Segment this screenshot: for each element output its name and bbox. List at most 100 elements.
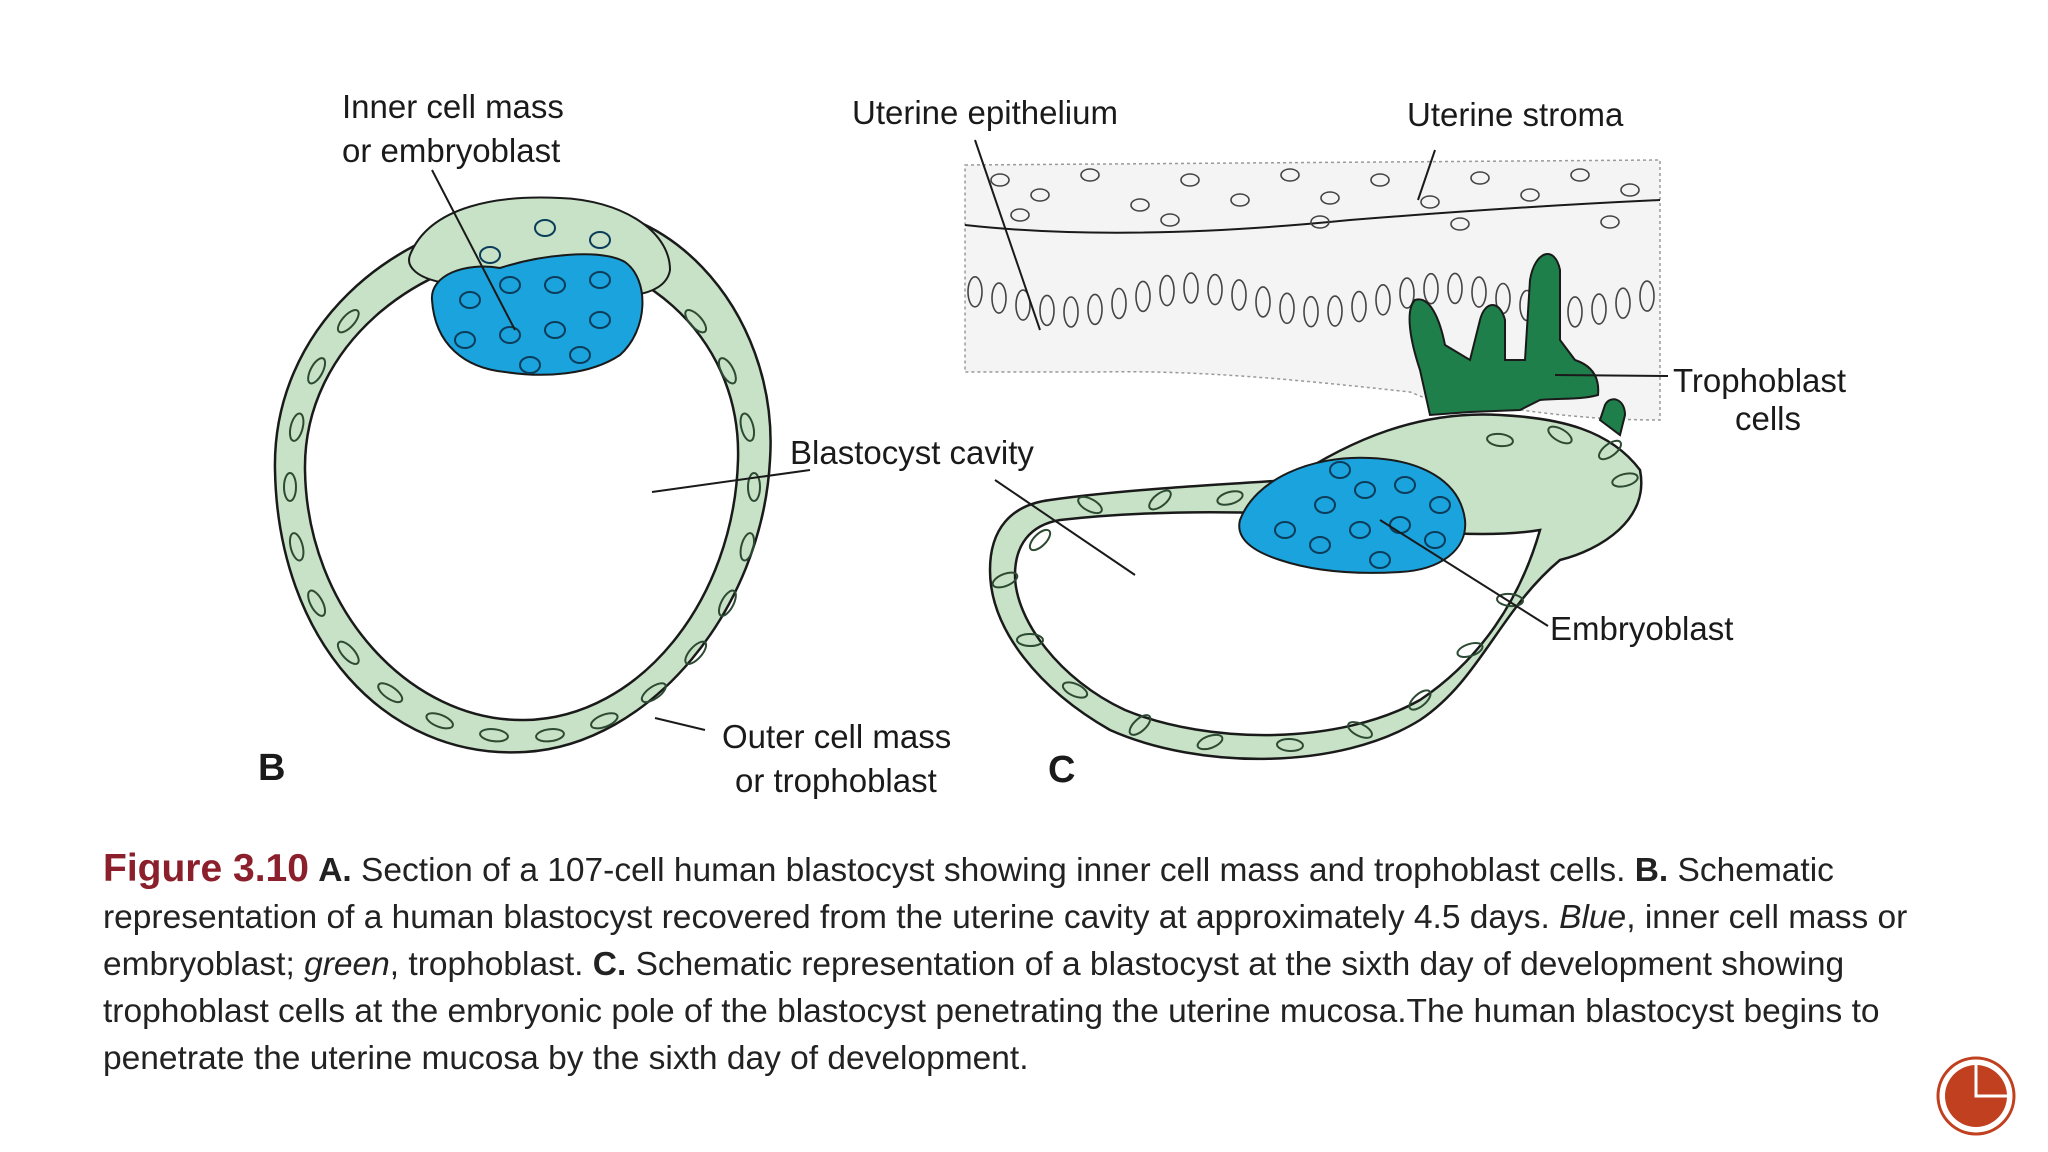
epithelial-cell [1135,280,1151,313]
panel-label-c: C [1048,749,1075,791]
trophoblast-nucleus [1216,490,1244,506]
epithelial-cell [1399,277,1415,309]
stromal-cell [1600,215,1620,229]
stromal-cell [1010,208,1030,222]
cell-nucleus [589,311,611,329]
trophoblast-nucleus [739,532,756,562]
cell-nucleus [589,231,611,249]
trophoblast-nucleus [479,728,509,743]
trophoblast-nucleus [307,357,327,385]
label-inner-cell-mass-line2: or embryoblast [342,132,560,169]
trophoblast-wall-b [273,206,772,754]
caption-part-a-label: A. [318,852,352,889]
trophoblast-nucleus [739,412,756,442]
cell-nucleus [1394,476,1416,494]
stromal-cell [1230,193,1250,207]
inner-cell-nuclei-b [454,219,611,374]
cell-nucleus [519,356,541,374]
caption-part-b-text-3: , trophoblast. [389,946,593,983]
epithelial-cell [1375,283,1391,316]
epithelial-cell [1231,279,1247,311]
epithelial-cell [991,282,1007,314]
epithelial-cell [1423,272,1439,305]
stromal-cell [1280,168,1300,182]
epithelial-cell [1207,273,1223,306]
cell-nucleus [499,326,521,344]
trophoblast-nucleus [1598,439,1622,461]
trophoblast-nucleus [684,309,708,334]
stromal-cell [1450,217,1470,231]
cell-nucleus [499,276,521,294]
trophoblast-nucleus [1061,681,1089,699]
trophoblast-nucleus [1611,472,1639,488]
label-inner-cell-mass-line1: Inner cell mass [342,88,564,125]
cell-nucleus [1349,521,1371,539]
trophoblast-nucleus [1077,495,1103,515]
cell-nucleus [1309,536,1331,554]
cell-nucleus [1314,496,1336,514]
stromal-cell [990,173,1010,187]
stromal-cell [1030,188,1050,202]
trophoblast-nucleus [1016,632,1044,648]
label-trophoblast-cells-line1: Trophoblast [1673,362,1846,399]
caption-part-c-text: Schematic representation of a blastocyst… [103,946,1880,1077]
epithelial-cell [1111,287,1127,320]
stromal-cell [1310,215,1330,229]
trophoblast-nucleus [590,712,619,730]
figure-caption: Figure 3.10 A. Section of a 107-cell hum… [103,845,1983,1082]
inner-cell-mass-b [430,253,644,376]
epithelial-cell [967,275,983,308]
label-blastocyst-cavity: Blastocyst cavity [790,434,1034,471]
trophoblast-nucleus [535,728,565,743]
epithelial-cell [1351,290,1367,323]
cell-nucleus [1329,461,1351,479]
trophoblast-nucleus [717,357,737,385]
epithelial-cell [1639,280,1655,312]
trophoblast-nucleus [717,589,737,617]
epithelial-cell [1327,295,1343,327]
stromal-cell [1470,171,1490,185]
cell-nucleus [589,271,611,289]
epithelial-cell [1063,296,1079,328]
trophoblast-nucleus [1276,737,1304,753]
caption-part-b-text-1: Schematic representation of a human blas… [103,852,1834,936]
stromal-cell [1620,183,1640,197]
cell-nucleus [479,246,501,264]
trophoblast-nucleus [307,589,327,617]
trophoblast-nucleus [1547,425,1573,445]
inner-cell-mass-c [1238,456,1467,574]
epithelium-boundary [964,199,1661,234]
epithelial-cell [1615,287,1631,320]
invading-trophoblast [1408,253,1627,437]
stromal-cell [1080,168,1100,182]
epithelial-cell [1087,293,1103,326]
caption-part-b-text-2: , inner cell mass or embryoblast; [103,899,1908,983]
trophoblast-nucleus [1486,432,1514,448]
trophoblast-nucleus [336,640,360,665]
panel-label-b: B [258,747,285,789]
stromal-cell [1570,168,1590,182]
caption-part-c-label: C. [592,946,627,983]
cell-nucleus [459,291,481,309]
epithelial-cell [1279,292,1295,325]
trophoblast-nucleus [1148,489,1172,511]
blastocyst-b [273,196,772,754]
figure-number: Figure 3.10 [103,847,309,890]
stromal-cell [1180,173,1200,187]
trophoblast-nucleus [991,571,1019,589]
label-uterine-stroma: Uterine stroma [1407,96,1624,133]
epithelial-cell [1183,272,1199,304]
epithelial-cell [1015,289,1031,321]
stromal-cell [1320,191,1340,205]
cell-nucleus [569,346,591,364]
trophoblast-nucleus [425,712,454,730]
blastocyst-figure: Inner cell mass or embryoblast Blastocys… [258,88,1846,799]
trophoblast-nucleus [377,682,404,704]
label-outer-cell-mass-line2: or trophoblast [735,762,937,799]
trophoblast-nucleus [288,532,305,562]
trophoblast-nucleus [1408,689,1432,711]
cell-nucleus [454,331,476,349]
stromal-cell [1520,188,1540,202]
label-trophoblast-cells-line2: cells [1735,400,1801,437]
slide-corner-icon[interactable] [1934,1054,2018,1138]
